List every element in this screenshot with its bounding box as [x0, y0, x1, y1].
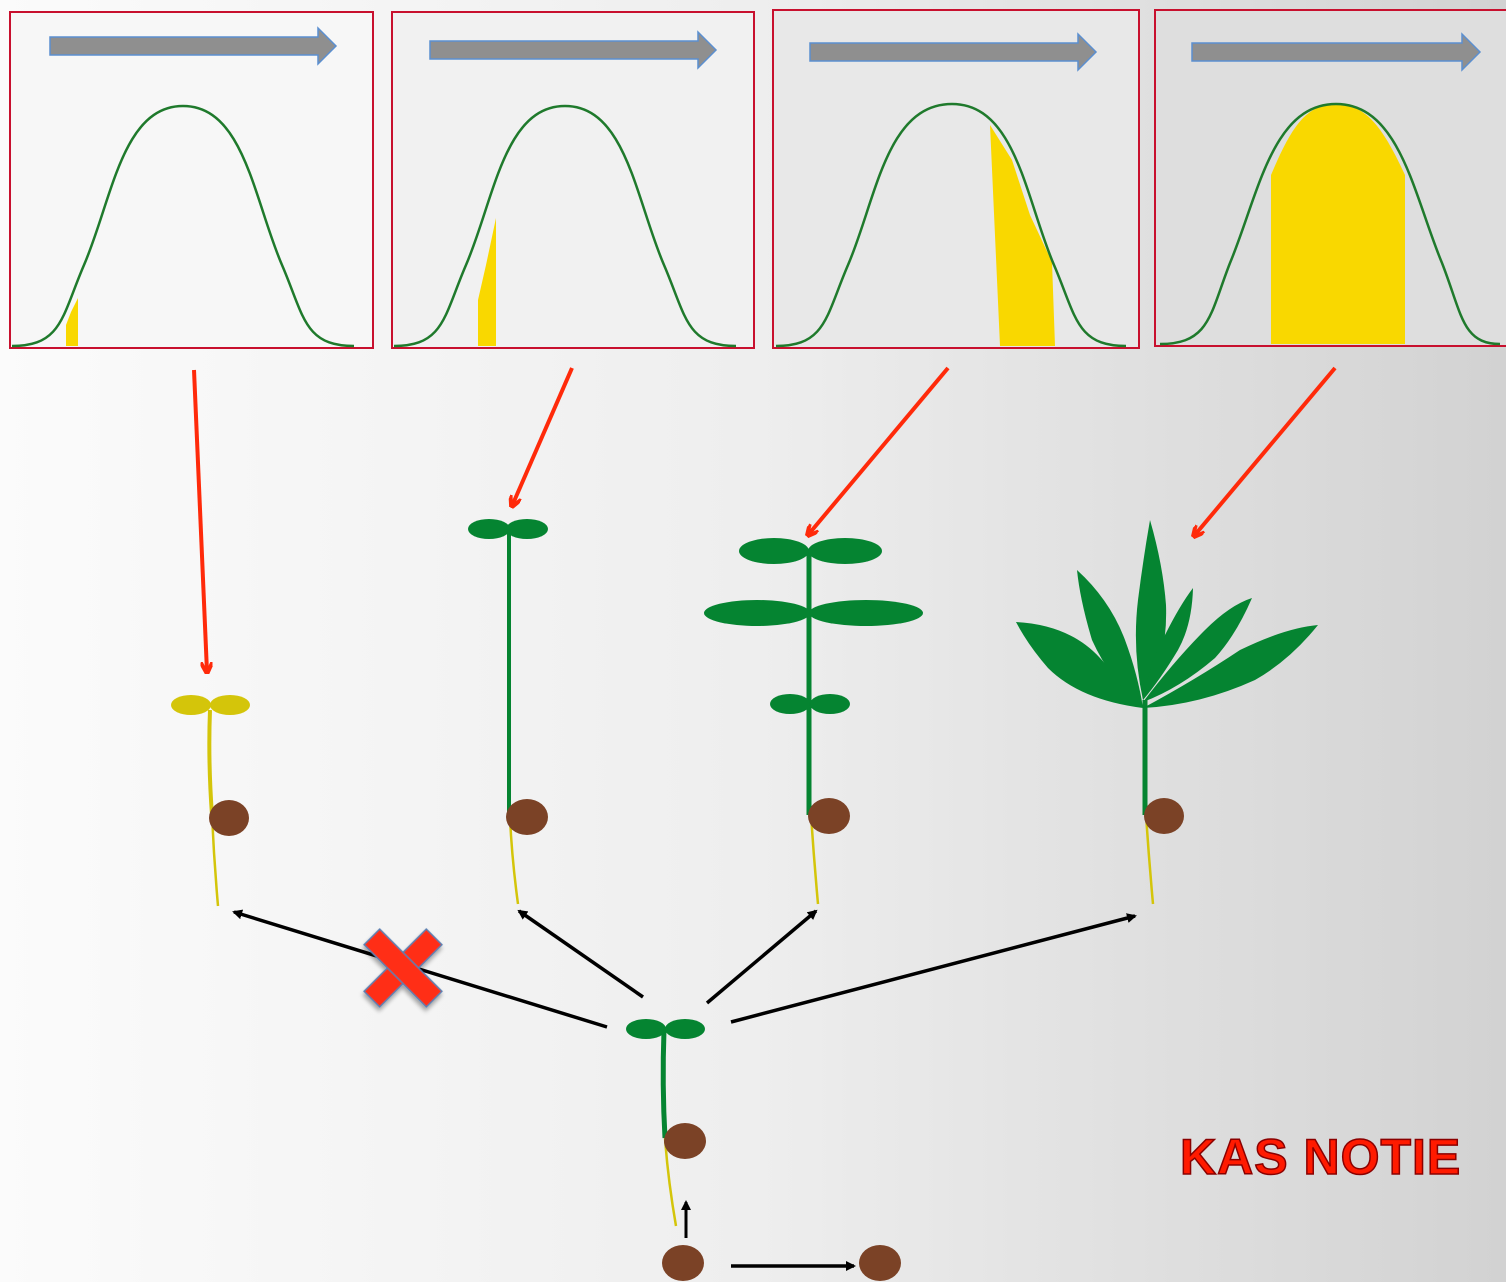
- caption: KAS NOTIE: [1179, 1128, 1462, 1186]
- pointer-arrow-1: [192, 369, 207, 672]
- seed-icon: [664, 1123, 706, 1159]
- filled-area: [1271, 104, 1405, 344]
- bell-curve-icon: [11, 104, 355, 348]
- branch-arrow-2: [517, 909, 644, 999]
- branch-arrow-4: [730, 913, 1137, 1024]
- bell-curve-icon: [1159, 102, 1501, 346]
- seedling-icon: [1016, 520, 1318, 905]
- time-arrow-icon: [809, 32, 1098, 72]
- filled-area: [66, 298, 78, 346]
- curve-panel-4: [1154, 9, 1506, 347]
- seed-icon: [506, 799, 548, 835]
- seed-icon: [1144, 798, 1184, 834]
- stem: [207, 709, 214, 816]
- seed-icon: [859, 1245, 901, 1281]
- time-arrow-icon: [429, 30, 718, 70]
- pointer-arrow-4: [1194, 366, 1337, 536]
- filled-area: [478, 218, 496, 346]
- seed-icon: [808, 798, 850, 834]
- filled-area: [990, 125, 1055, 346]
- seedling-icon: [626, 1019, 706, 1227]
- cross-icon: [363, 928, 443, 1008]
- pointer-arrow-2: [512, 367, 574, 506]
- branch-arrow-3: [705, 909, 818, 1005]
- time-arrow-icon: [49, 26, 338, 66]
- curve-panel-2: [391, 11, 755, 349]
- seed-icon: [209, 800, 249, 836]
- curve-panel-3: [772, 9, 1140, 349]
- pointer-arrow-3: [808, 366, 950, 535]
- seed-icon: [662, 1245, 704, 1281]
- seedling-icon: [171, 695, 250, 907]
- curve-panel-1: [9, 11, 374, 349]
- time-arrow-icon: [1191, 32, 1482, 72]
- seedling-icon: [468, 519, 548, 905]
- seedling-icon: [704, 538, 923, 905]
- bell-curve-icon: [393, 104, 737, 348]
- bell-curve-icon: [775, 102, 1127, 348]
